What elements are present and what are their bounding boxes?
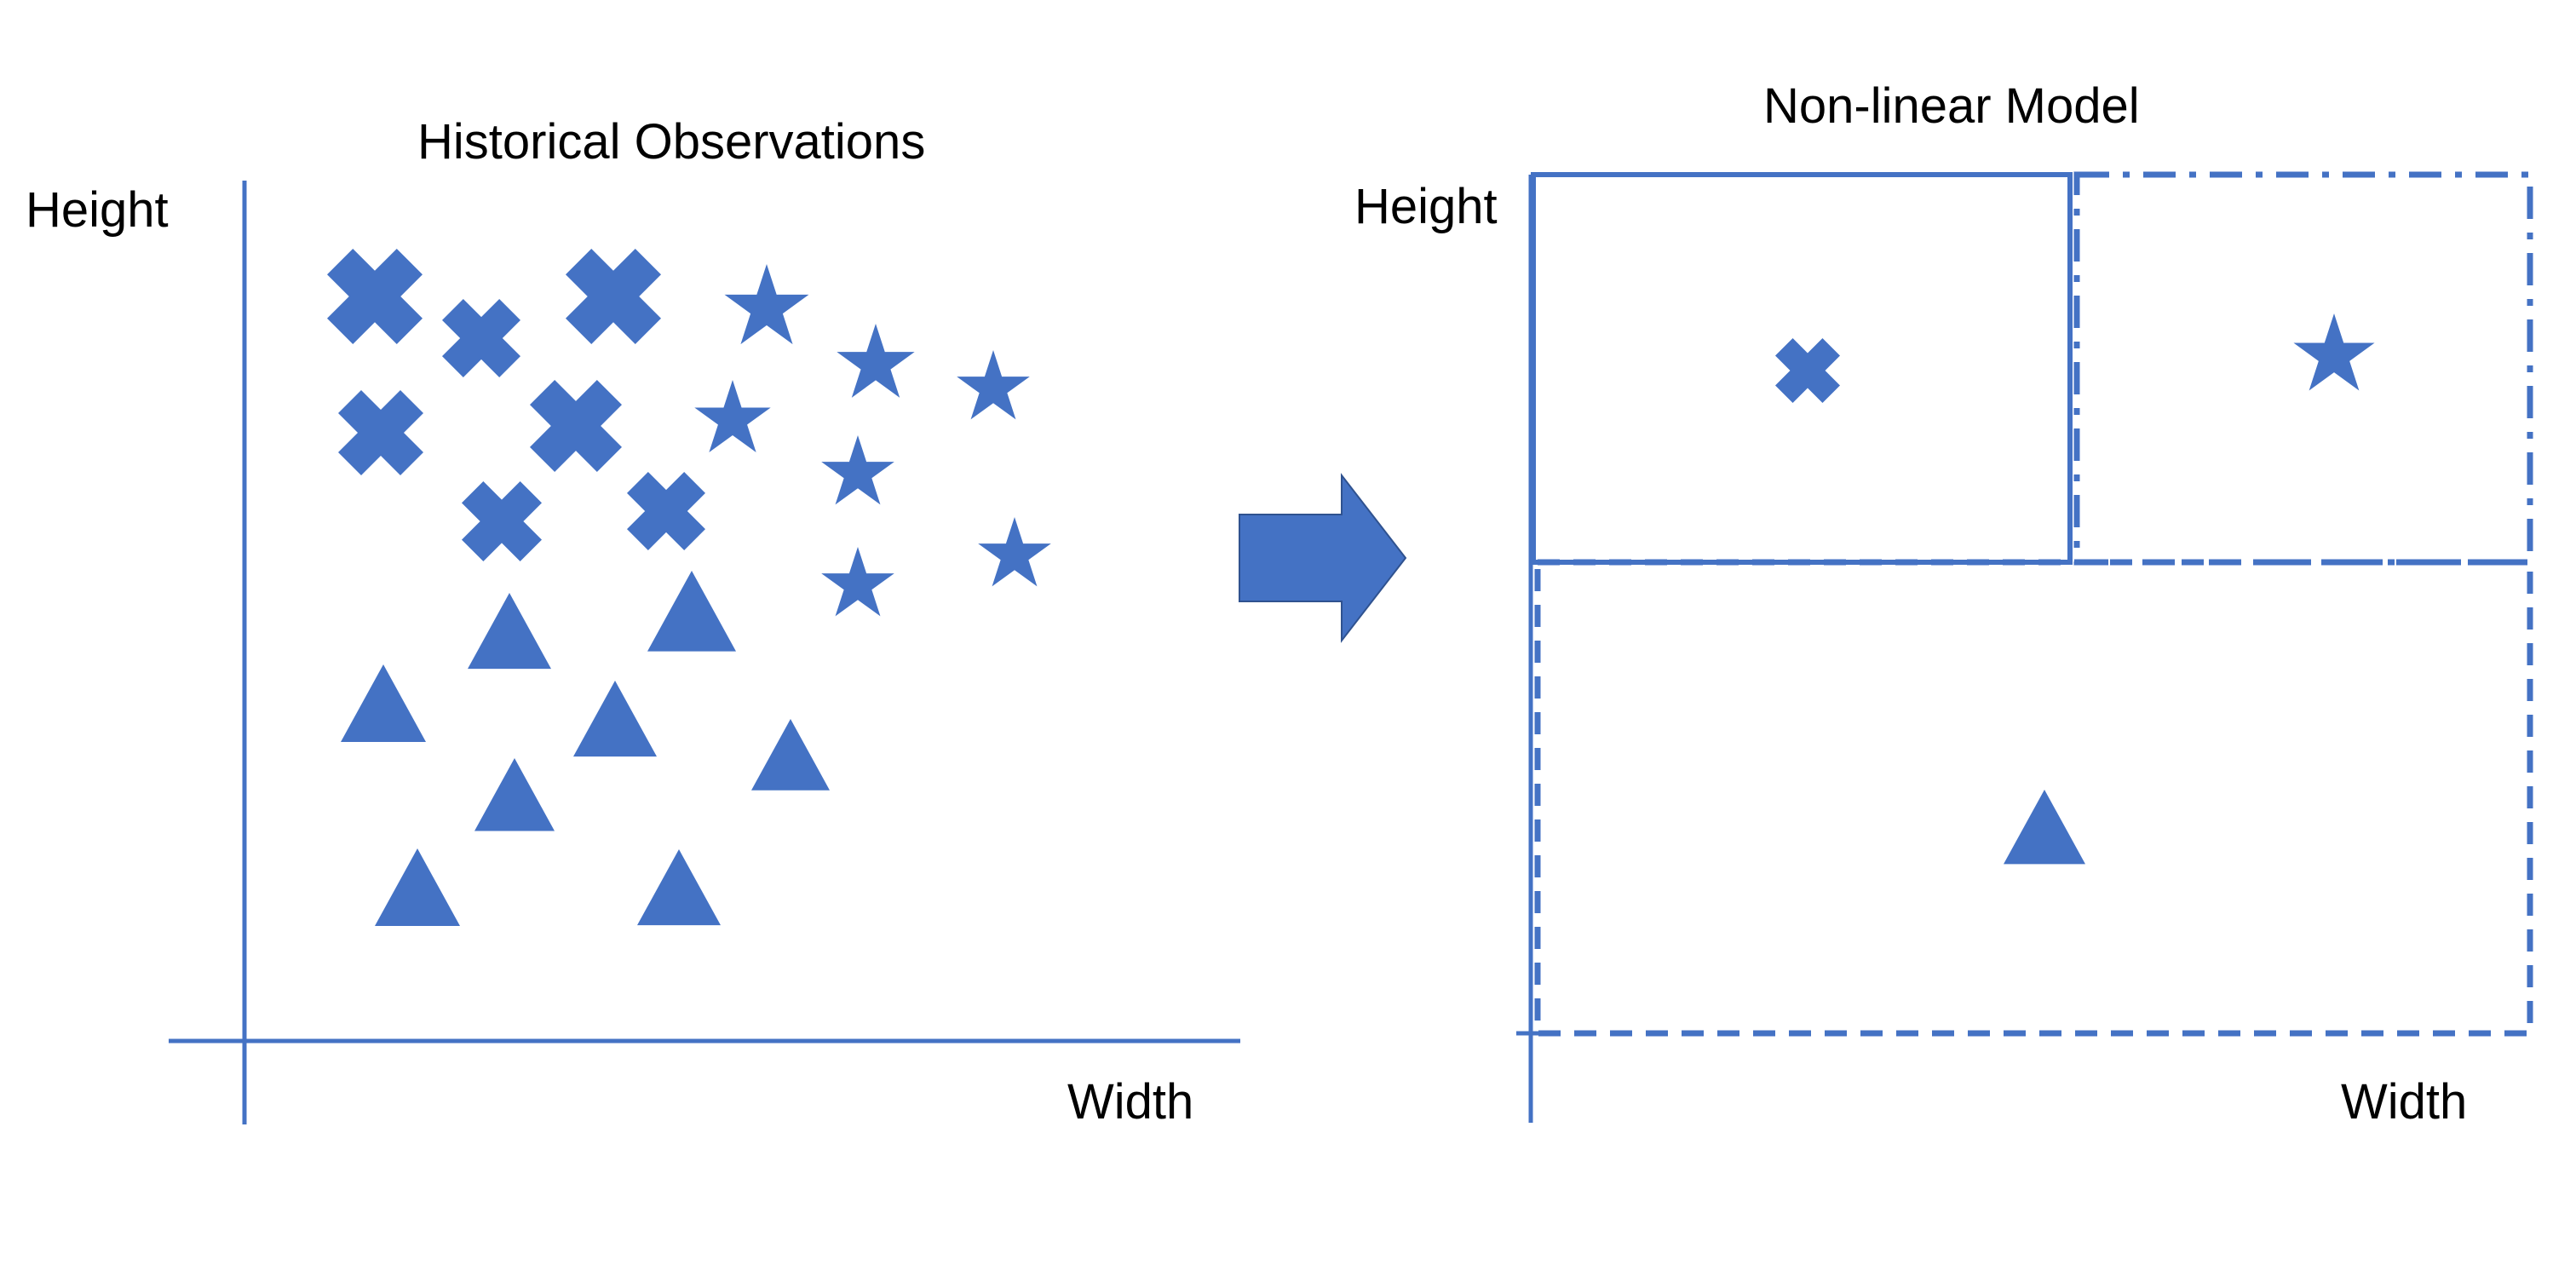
left-panel-title: Historical Observations xyxy=(417,114,926,170)
right-panel-markers xyxy=(1775,313,2375,865)
triangle-marker xyxy=(573,681,657,757)
triangle-marker xyxy=(637,849,721,926)
left-star-markers xyxy=(694,264,1051,617)
cross-marker xyxy=(566,249,661,344)
triangle-marker xyxy=(468,593,551,670)
cross-marker xyxy=(327,249,423,344)
cross-marker xyxy=(442,299,520,377)
right-panel-title: Non-linear Model xyxy=(1763,78,2140,134)
star-region-box xyxy=(2073,171,2533,566)
cross-marker xyxy=(530,380,622,472)
triangle-marker xyxy=(474,758,555,831)
right-y-axis-label: Height xyxy=(1354,179,1498,234)
star-marker xyxy=(724,264,809,345)
cross-marker xyxy=(462,481,542,561)
triangle-marker xyxy=(647,571,736,652)
star-marker xyxy=(821,547,894,617)
triangle-marker xyxy=(341,664,426,742)
left-cross-markers xyxy=(327,249,705,561)
triangle-region-box xyxy=(1534,559,2533,1037)
cross-marker xyxy=(627,472,705,550)
star-marker xyxy=(694,380,771,453)
left-x-axis-label: Width xyxy=(1067,1074,1194,1130)
star-marker xyxy=(978,517,1051,587)
triangle-marker xyxy=(2004,790,2085,865)
star-marker xyxy=(957,350,1030,420)
triangle-marker xyxy=(375,848,460,926)
right-x-axis-label: Width xyxy=(2341,1074,2468,1130)
left-panel-axes xyxy=(169,181,1240,1124)
left-y-axis-label: Height xyxy=(26,182,169,238)
left-triangle-markers xyxy=(341,571,830,926)
star-marker xyxy=(2293,313,2375,391)
star-marker xyxy=(821,435,894,505)
cross-marker xyxy=(338,390,423,475)
triangle-marker xyxy=(751,719,830,791)
cross-marker xyxy=(1775,338,1840,403)
right-arrow-icon xyxy=(1239,473,1407,643)
star-marker xyxy=(837,324,915,398)
